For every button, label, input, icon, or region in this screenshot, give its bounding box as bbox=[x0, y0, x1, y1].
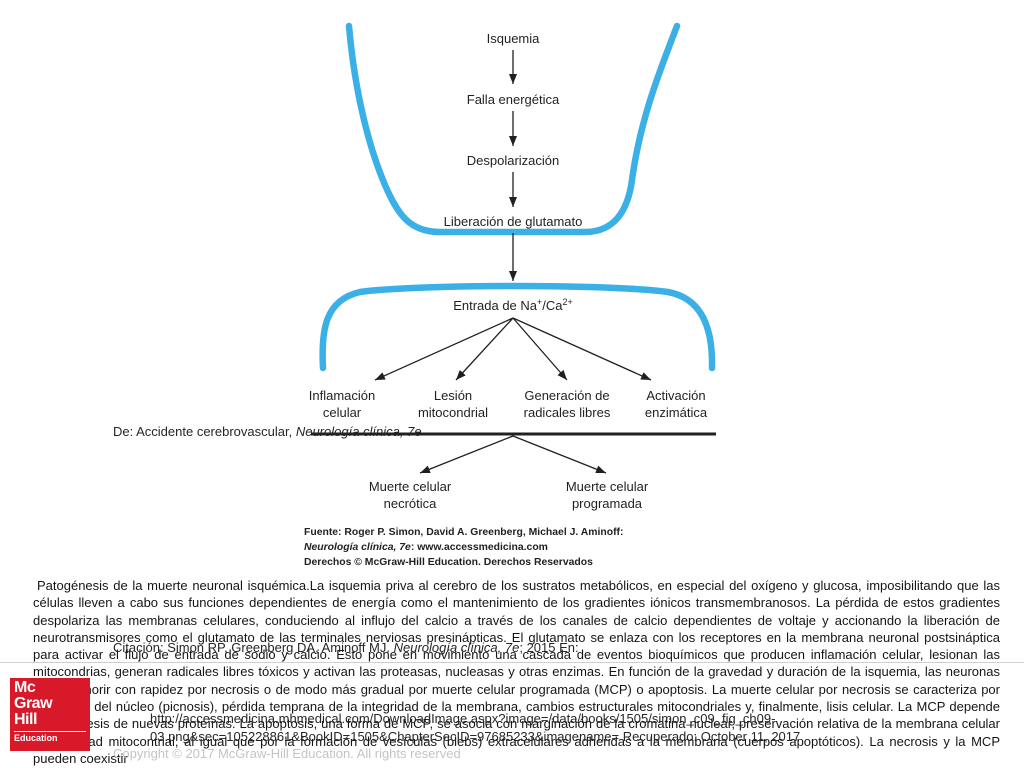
effect-label-line2: mitocondrial bbox=[418, 405, 488, 420]
logo-word-mc: Mc bbox=[14, 679, 36, 696]
effect-label-line1: Lesión bbox=[434, 388, 472, 403]
citation-from: De: Accidente cerebrovascular, Neurologí… bbox=[113, 424, 422, 440]
outcome-label-line1: Muerte celular bbox=[369, 479, 452, 494]
arrow-to-necrotica bbox=[419, 435, 514, 474]
effect-label-line2: radicales libres bbox=[524, 405, 611, 420]
mcgraw-hill-logo: Mc Graw Hill Education bbox=[10, 678, 90, 751]
entrada-prefix: Entrada de Na bbox=[453, 298, 538, 313]
citation-url-line1: http://accessmedicina.mhmedical.com/Down… bbox=[150, 711, 776, 726]
outcome-label-line2: programada bbox=[572, 496, 643, 511]
arrow-entrada-activacion bbox=[512, 317, 652, 381]
funnel-bracket bbox=[345, 22, 681, 236]
citation-authors: Citación: Simon RP, Greenberg DA, Aminof… bbox=[113, 640, 394, 655]
effect-label-line2: celular bbox=[323, 405, 362, 420]
source-line2: Neurología clínica, 7e: www.accessmedici… bbox=[304, 542, 548, 553]
citation-from-prefix: De: Accidente cerebrovascular, bbox=[113, 424, 296, 439]
source-website: : www.accessmedicina.com bbox=[411, 542, 548, 553]
outcome-label-line1: Muerte celular bbox=[566, 479, 649, 494]
entrada-mid: /Ca bbox=[542, 298, 563, 313]
figure-caption: Patogénesis de la muerte neuronal isquém… bbox=[33, 578, 1000, 766]
logo-word-graw: Graw bbox=[14, 695, 53, 712]
arrow-to-programada bbox=[512, 435, 607, 474]
outcome-necrotica: Muerte celular necrótica bbox=[369, 479, 452, 511]
entrada-sup-na: + bbox=[537, 297, 542, 307]
arrow-entrada-lesion bbox=[455, 317, 514, 381]
effect-label-line2: enzimática bbox=[645, 405, 708, 420]
source-book-title: Neurología clínica, 7e bbox=[304, 542, 411, 553]
entrada-sup-ca: 2+ bbox=[563, 297, 573, 307]
effect-label-line1: Inflamación bbox=[309, 388, 375, 403]
citation-url-line2: 03.png&sec=105228861&BookID=1505&Chapter… bbox=[150, 729, 801, 744]
node-entrada-na-ca: Entrada de Na+/Ca2+ bbox=[453, 297, 573, 313]
source-credit: Fuente: Roger P. Simon, David A. Greenbe… bbox=[304, 527, 623, 568]
node-liberacion-glutamato: Liberación de glutamato bbox=[444, 214, 583, 229]
logo-word-hill: Hill bbox=[14, 711, 37, 728]
footer-rule bbox=[0, 662, 1024, 663]
effect-radicales-libres: Generación de radicales libres bbox=[524, 388, 611, 420]
outcome-label-line2: necrótica bbox=[384, 496, 438, 511]
citation-book: Neurología clínica, 7e bbox=[393, 640, 520, 655]
effect-inflamacion: Inflamación celular bbox=[309, 388, 375, 420]
copyright-notice: Copyright © 2017 McGraw-Hill Education. … bbox=[113, 746, 461, 761]
node-despolarizacion: Despolarización bbox=[467, 153, 560, 168]
citation-year: ; 2015 En: bbox=[519, 640, 579, 655]
effect-lesion-mitocondrial: Lesión mitocondrial bbox=[418, 388, 488, 420]
pathogenesis-diagram: Isquemia Falla energética Despolarizació… bbox=[304, 22, 716, 568]
source-line3: Derechos © McGraw-Hill Education. Derech… bbox=[304, 557, 593, 568]
source-line1: Fuente: Roger P. Simon, David A. Greenbe… bbox=[304, 527, 623, 538]
effect-label-line1: Activación bbox=[646, 388, 705, 403]
outcome-programada: Muerte celular programada bbox=[566, 479, 649, 511]
effect-activacion-enzimatica: Activación enzimática bbox=[645, 388, 708, 420]
arch-bracket bbox=[319, 282, 716, 372]
node-falla-energetica: Falla energética bbox=[467, 92, 560, 107]
logo-word-education: Education bbox=[14, 731, 86, 744]
node-isquemia: Isquemia bbox=[487, 31, 541, 46]
citation-from-book: Neurología clínica, 7e bbox=[295, 424, 422, 439]
effect-label-line1: Generación de bbox=[524, 388, 609, 403]
arrow-entrada-inflamacion bbox=[374, 317, 514, 381]
arrow-entrada-radicales bbox=[512, 317, 568, 381]
citation-line: Citación: Simon RP, Greenberg DA, Aminof… bbox=[113, 640, 579, 656]
